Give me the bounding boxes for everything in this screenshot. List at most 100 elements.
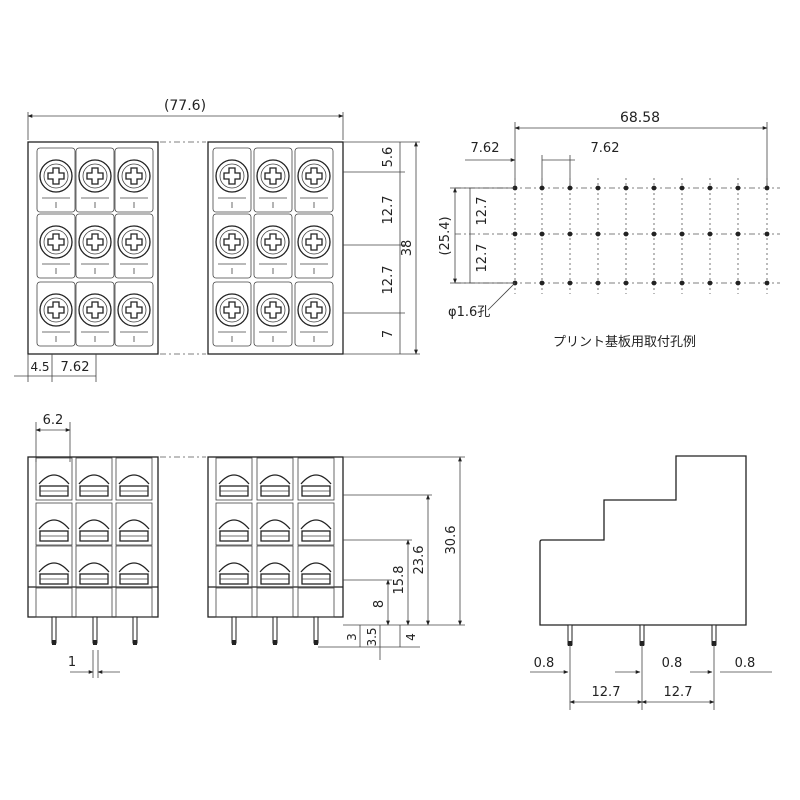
pcb-hole: [651, 231, 657, 237]
front-pins: [51, 616, 319, 645]
cross-slot-icon: [86, 233, 104, 251]
screw-head-inner: [121, 229, 147, 255]
screw-head-outer: [256, 225, 290, 259]
terminal-frame: [75, 213, 115, 279]
front-block-left: [27, 456, 159, 618]
dim-bottom-label: 7: [381, 330, 396, 338]
terminal-frame: [253, 147, 293, 213]
front-terminal-cell: [256, 502, 294, 546]
clamp-shape: [118, 474, 150, 485]
pcb-overall-height-label: (25.4): [438, 216, 453, 255]
terminal-frame: [253, 213, 293, 279]
clamp-shape: [259, 519, 291, 530]
cell-frame: [115, 545, 153, 589]
base-cell: [35, 586, 73, 618]
terminal-frame: [212, 147, 252, 213]
cross-slot-icon: [47, 301, 65, 319]
width-62-label: 6.2: [43, 413, 64, 428]
screw-head-outer: [297, 225, 331, 259]
pin: [313, 616, 319, 644]
side-pin-tip: [712, 641, 716, 646]
base-cell: [215, 586, 253, 618]
screw-head-outer: [215, 159, 249, 193]
screw-head-outer: [78, 293, 112, 327]
pin-tip: [93, 640, 97, 645]
base-cell: [75, 586, 113, 618]
front-terminal-cell: [35, 502, 73, 546]
pcb-hole: [595, 185, 601, 191]
clamp-shape: [78, 562, 110, 573]
front-terminal-cell: [256, 545, 294, 589]
screw-head-inner: [301, 297, 327, 323]
pin-tip: [52, 640, 56, 645]
pin-tip: [314, 640, 318, 645]
terminal-frame: [253, 281, 293, 347]
top-view: (77.6) 5.6 12.7 12.7 7 38 4.5 7.62: [14, 98, 420, 382]
side-pitch-a-label: 12.7: [592, 685, 621, 700]
pcb-hole: [539, 231, 545, 237]
cell-frame: [215, 457, 253, 501]
pin-3-label: 3: [345, 633, 359, 641]
cell-frame: [75, 502, 113, 546]
front-terminal-cell: [215, 502, 253, 546]
cell-frame: [75, 457, 113, 501]
pcb-pitch-a-label: 7.62: [471, 141, 500, 156]
terminal-block-left: [27, 141, 159, 355]
clamp-shape: [259, 562, 291, 573]
screw-terminal: [212, 213, 252, 279]
front-terminal-cells: [35, 457, 335, 618]
terminal-frame: [36, 281, 76, 347]
pcb-hole: [623, 280, 629, 286]
cell-frame: [256, 457, 294, 501]
screw-head-inner: [121, 297, 147, 323]
pin-width-label: 1: [68, 655, 76, 670]
screw-head-outer: [39, 159, 73, 193]
screw-head-outer: [297, 293, 331, 327]
screw-head-inner: [260, 229, 286, 255]
screw-terminal: [294, 281, 334, 347]
screw-head-inner: [43, 229, 69, 255]
terminal-block-right: [207, 141, 344, 355]
screw-head-inner: [219, 297, 245, 323]
screw-terminal: [36, 281, 76, 347]
base-cell: [256, 586, 294, 618]
pin: [231, 616, 237, 644]
pcb-hole: [539, 185, 545, 191]
screw-head-inner: [82, 229, 108, 255]
pin-4-label: 4: [404, 633, 418, 641]
clamp-shape: [218, 562, 250, 573]
pcb-total-width-label: 68.58: [620, 110, 660, 126]
side-view: 12.7 12.7 0.8 0.8 0.8: [530, 455, 772, 710]
terminal-frame: [36, 213, 76, 279]
clamp-shape: [38, 519, 70, 530]
side-pitch-b-label: 12.7: [664, 685, 693, 700]
screw-head-outer: [297, 159, 331, 193]
cell-frame: [75, 545, 113, 589]
pcb-hole: [679, 185, 685, 191]
front-block-right: [207, 456, 344, 618]
screw-terminal: [36, 213, 76, 279]
pin: [272, 616, 278, 644]
side-pin-08-c-label: 0.8: [735, 656, 756, 671]
screw-head-outer: [215, 293, 249, 327]
clamp-shape: [78, 519, 110, 530]
cell-frame: [35, 545, 73, 589]
clamp-shape: [218, 474, 250, 485]
h-8-label: 8: [372, 600, 387, 608]
cell-frame: [256, 545, 294, 589]
screw-terminal: [253, 213, 293, 279]
clamp-shape: [218, 519, 250, 530]
dim-total-label: 38: [400, 240, 415, 257]
front-view: 6.2 30.6 23.6 15.8 8 3 3.5 4 1: [27, 413, 465, 678]
front-terminal-cell: [115, 457, 153, 501]
pcb-hole-grid: [512, 178, 770, 294]
front-terminal-cell: [35, 457, 73, 501]
side-pin-08-a-label: 0.8: [534, 656, 555, 671]
cross-slot-icon: [47, 167, 65, 185]
screw-terminal: [114, 281, 154, 347]
cell-frame: [35, 502, 73, 546]
pcb-hole: [764, 231, 770, 237]
pcb-hole: [735, 280, 741, 286]
pcb-hole: [679, 231, 685, 237]
front-terminal-cell: [115, 545, 153, 589]
